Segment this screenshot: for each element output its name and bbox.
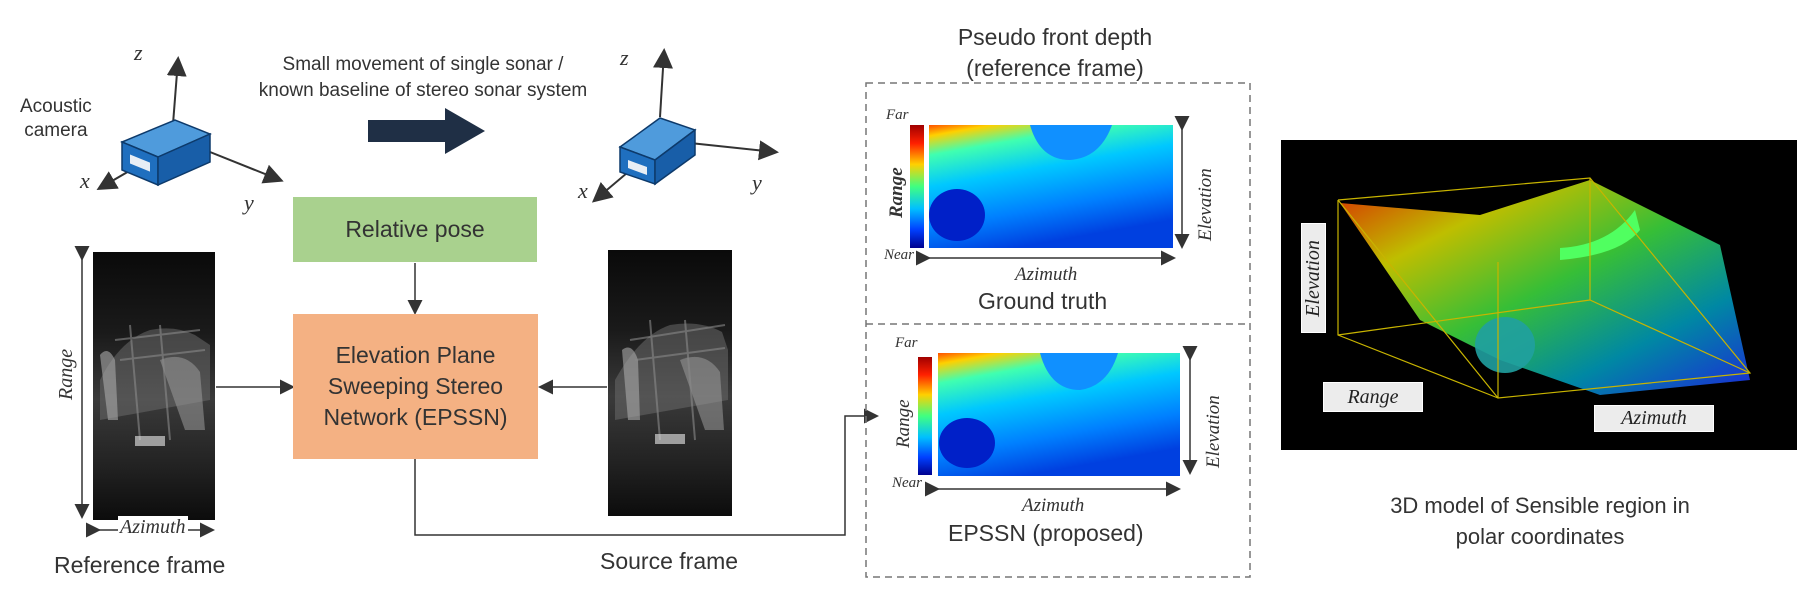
pred-azimuth-label: Azimuth <box>1022 495 1085 516</box>
acoustic-camera-label: Acoustic camera <box>20 96 92 141</box>
3d-azimuth-label: Azimuth <box>1594 405 1714 432</box>
reference-sonar-image <box>93 252 215 520</box>
gt-depth-map <box>929 125 1173 248</box>
acoustic-camera-2-icon <box>618 117 697 186</box>
pred-near-label: Near <box>892 475 922 491</box>
relative-pose-box: Relative pose <box>293 197 537 262</box>
movement-text: Small movement of single sonar / known b… <box>258 54 588 101</box>
pred-caption: EPSSN (proposed) <box>948 520 1144 546</box>
axis-z-label-2: z <box>620 45 629 70</box>
gt-colorbar <box>910 125 924 248</box>
azimuth-label: Azimuth <box>118 516 188 539</box>
bounding-box <box>1337 177 1752 399</box>
depth-panel-title: Pseudo front depth (reference frame) <box>957 24 1153 81</box>
pred-depth-map <box>938 353 1180 476</box>
range-label: Range <box>55 348 77 400</box>
source-frame-label: Source frame <box>600 548 739 574</box>
gt-caption: Ground truth <box>978 288 1108 314</box>
gt-near-label: Near <box>884 247 914 263</box>
pred-colorbar <box>918 357 932 475</box>
gt-far-label: Far <box>886 107 909 123</box>
acoustic-camera-icon <box>120 119 212 187</box>
epssn-box: Elevation Plane Sweeping Stereo Network … <box>293 314 538 459</box>
movement-arrow <box>368 108 485 154</box>
pred-range-label: Range <box>893 399 914 448</box>
3d-elevation-label: Elevation <box>1301 223 1326 333</box>
axis-x-label: x <box>80 168 90 193</box>
axis-z-label: z <box>134 40 143 65</box>
3d-range-label: Range <box>1323 382 1423 412</box>
gt-elevation-label: Elevation <box>1195 168 1216 241</box>
source-sonar-image <box>608 250 732 516</box>
gt-range-label: Range <box>886 167 907 218</box>
gt-azimuth-label: Azimuth <box>1015 264 1078 285</box>
epssn-label: Elevation Plane Sweeping Stereo Network … <box>323 342 508 430</box>
relative-pose-label: Relative pose <box>345 216 485 242</box>
point-cloud <box>1340 180 1750 395</box>
reference-frame-label: Reference frame <box>54 552 226 578</box>
3d-model-caption: 3D model of Sensible region in polar coo… <box>1390 493 1690 549</box>
pred-far-label: Far <box>895 335 918 351</box>
axis-y-label: y <box>244 190 254 215</box>
depth-panel <box>865 82 1251 578</box>
pred-elevation-label: Elevation <box>1203 395 1224 468</box>
axis-x-label-2: x <box>578 178 588 203</box>
axis-y-label-2: y <box>752 170 762 195</box>
